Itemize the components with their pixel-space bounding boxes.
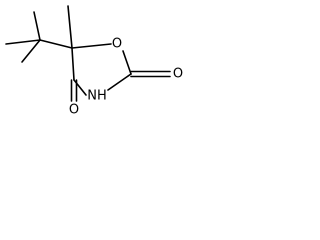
bond-c5-methyl	[67, 5, 73, 49]
bond-cquat-methyl-top	[33, 11, 41, 41]
bond-c4-c5	[71, 47, 75, 81]
tert-butyl-group	[5, 11, 73, 63]
bond-cquat-methyl-bottom	[21, 39, 41, 63]
carbonyl-c4	[70, 79, 78, 102]
bond-c5-o1	[71, 43, 112, 49]
bond-c2-n3	[107, 73, 132, 91]
oxazolidinedione-structure: O NH O O	[5, 5, 183, 118]
oxazolidine-ring	[71, 43, 132, 96]
bond-o1-c2	[122, 50, 132, 75]
carbonyl-oxygen-right-label: O	[173, 67, 183, 82]
bond-c5-cquat	[39, 39, 73, 49]
nitrogen-label: NH	[87, 89, 107, 104]
carbonyl-c2	[130, 70, 171, 78]
structure-canvas: O NH O O	[0, 0, 190, 118]
carbonyl-oxygen-bottom-label: O	[69, 103, 79, 118]
ring-oxygen-label: O	[112, 37, 122, 52]
bond-cquat-methyl-left	[5, 39, 41, 45]
